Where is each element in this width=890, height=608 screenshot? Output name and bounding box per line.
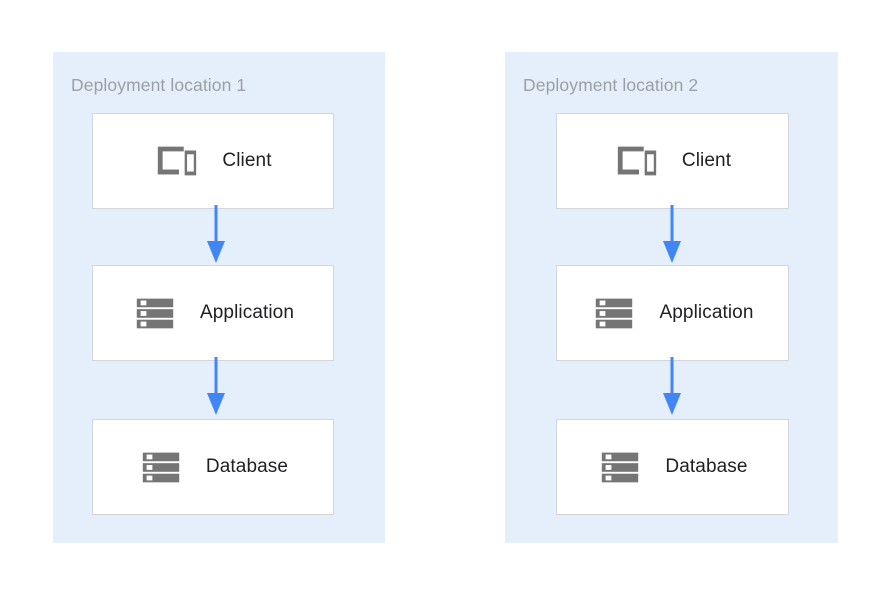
node-database-location-2-label: Database bbox=[665, 456, 748, 477]
devices-icon bbox=[614, 138, 660, 184]
arrow-client-to-application-location-2 bbox=[663, 205, 681, 263]
node-client-location-2[interactable]: Client bbox=[556, 113, 789, 209]
node-client-location-2-label: Client bbox=[681, 150, 732, 171]
node-client-location-1-label: Client bbox=[222, 150, 272, 171]
server-stack-icon bbox=[138, 444, 184, 490]
arrow-application-to-database-location-1 bbox=[207, 357, 225, 415]
devices-icon bbox=[154, 138, 200, 184]
server-stack-icon bbox=[597, 444, 643, 490]
arrow-application-to-database-location-2 bbox=[663, 357, 681, 415]
node-database-location-1[interactable]: Database bbox=[92, 419, 334, 515]
node-application-location-2[interactable]: Application bbox=[556, 265, 789, 361]
node-database-location-2[interactable]: Database bbox=[556, 419, 789, 515]
node-client-location-1[interactable]: Client bbox=[92, 113, 334, 209]
server-stack-icon bbox=[132, 290, 178, 336]
arrow-client-to-application-location-1 bbox=[207, 205, 225, 263]
zone-1-title: Deployment location 1 bbox=[71, 75, 247, 95]
node-application-location-1-label: Application bbox=[199, 302, 295, 323]
node-application-location-2-label: Application bbox=[659, 302, 754, 323]
node-database-location-1-label: Database bbox=[205, 456, 289, 477]
node-application-location-1[interactable]: Application bbox=[92, 265, 334, 361]
zone-2-title: Deployment location 2 bbox=[523, 75, 699, 95]
server-stack-icon bbox=[591, 290, 637, 336]
